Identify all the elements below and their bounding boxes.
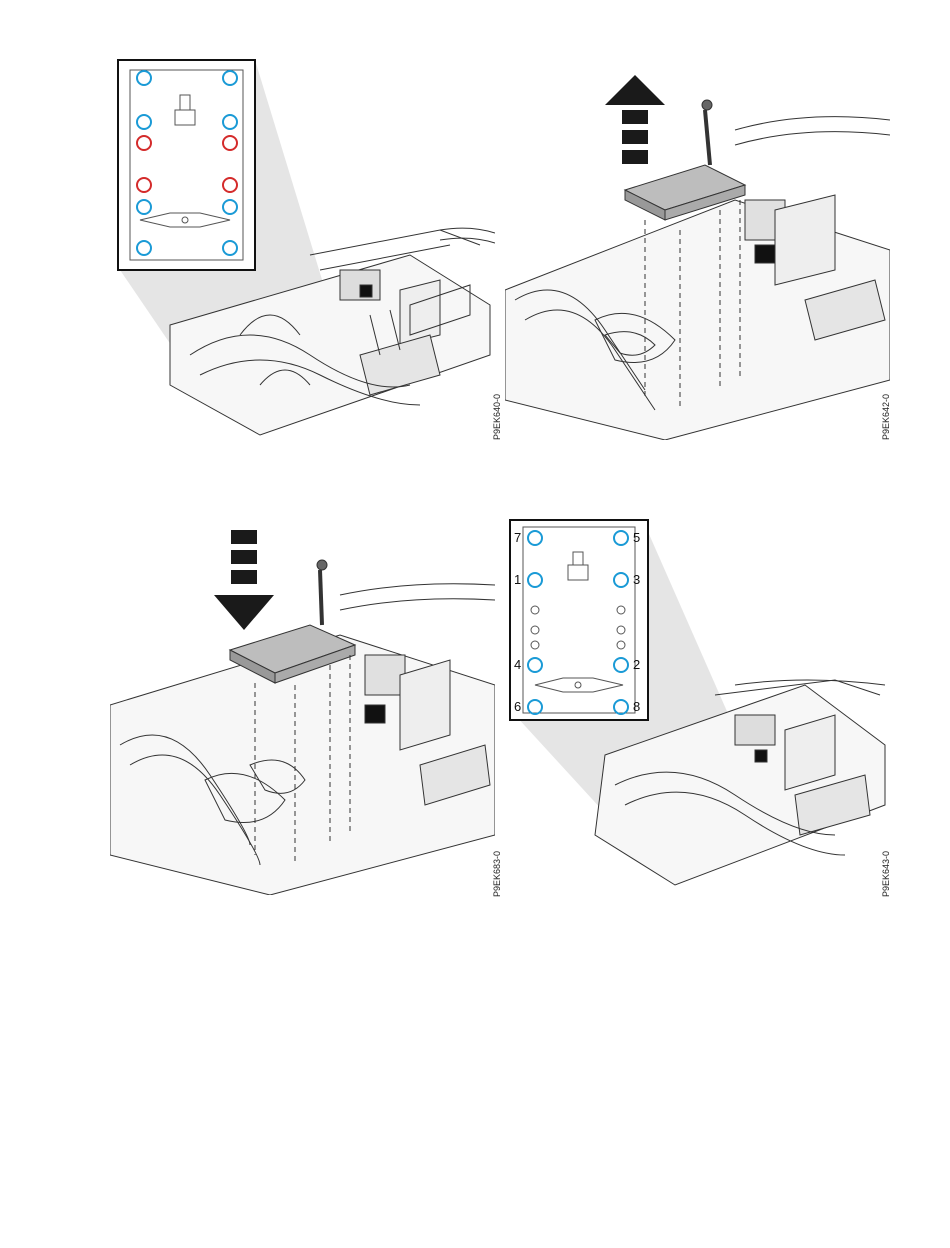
screw-label-7: 7: [514, 530, 521, 545]
figure-1-id: P9EK640-0: [492, 394, 502, 440]
screw-label-5: 5: [633, 530, 640, 545]
screw-label-1: 1: [514, 572, 521, 587]
figure-2-id: P9EK642-0: [881, 394, 891, 440]
screw-label-3: 3: [633, 572, 640, 587]
figure-1: [110, 55, 495, 440]
figure-4: 7 5 1 3 4 2 6 8: [505, 515, 890, 895]
screw-label-8: 8: [633, 699, 640, 714]
screw-label-2: 2: [633, 657, 640, 672]
screw-label-6: 6: [514, 699, 521, 714]
lower-arrow-icon: [214, 530, 274, 630]
figure-3-illustration: [110, 525, 495, 895]
figure-3-id: P9EK683-0: [492, 851, 502, 897]
figure-4-illustration: 7 5 1 3 4 2 6 8: [505, 515, 890, 895]
lift-arrow-icon: [605, 75, 665, 164]
figure-2-illustration: [505, 70, 890, 440]
figure-1-illustration: [110, 55, 495, 440]
figure-4-id: P9EK643-0: [881, 851, 891, 897]
figure-2: [505, 70, 890, 440]
screw-label-4: 4: [514, 657, 521, 672]
figure-3: [110, 525, 495, 895]
